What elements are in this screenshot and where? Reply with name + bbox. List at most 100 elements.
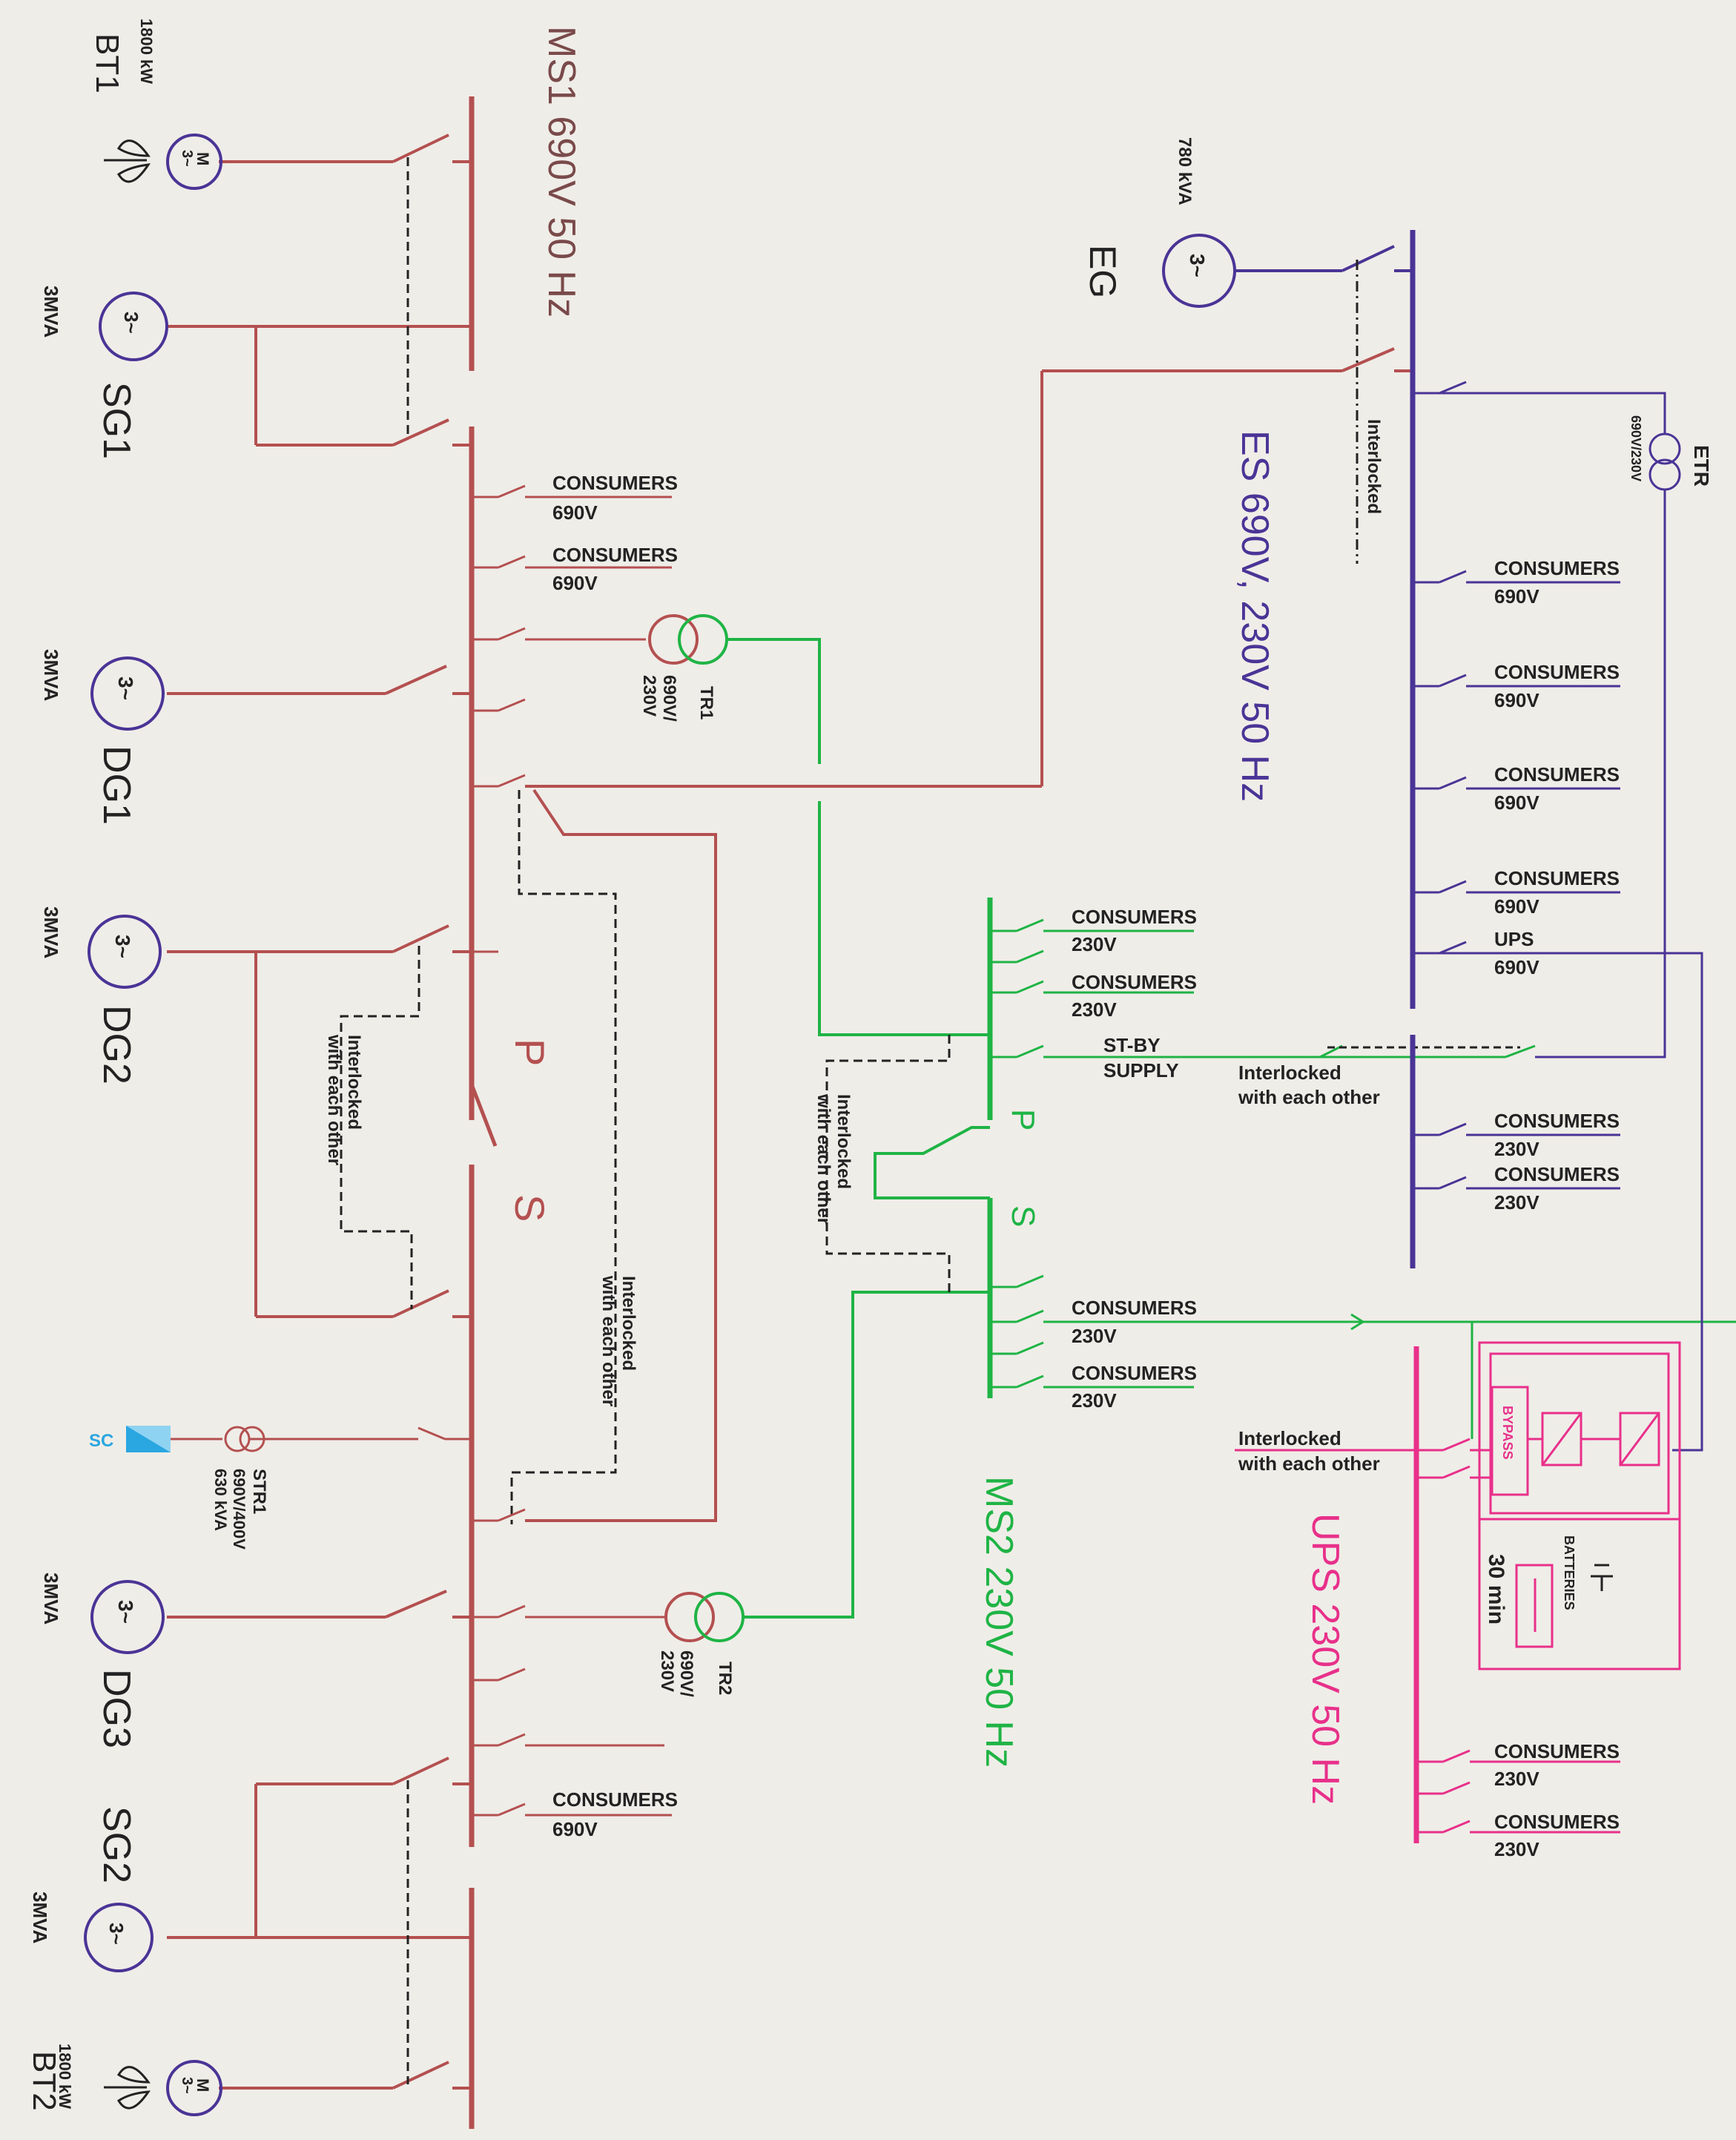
ms2-interlock-dashes [825,1035,951,1292]
feeder-sg2 [167,1757,472,1939]
backup-duration: 30 min [1484,1554,1508,1624]
tr2-ratio2: 230V [657,1650,677,1692]
consumer-title: CONSUMERS [1072,971,1197,993]
eg-rating: 780 kVA [1175,137,1195,205]
svg-text:Interlocked: Interlocked [834,1094,854,1189]
eg-generator-icon [1162,234,1236,308]
consumer-title: CONSUMERS [1072,906,1197,928]
dg1-symbol: 3~ [114,676,137,700]
bt1-rating: 1800 kW [137,19,156,84]
consumer-voltage: 690V [1494,791,1539,814]
ms2-to-ups-feed [1350,1313,1473,1439]
feeder-dg1 [167,665,472,695]
breaker [990,1274,1044,1288]
bt2-motor-icon [166,2060,222,2116]
consumer-title: CONSUMERS [1072,1362,1197,1384]
feeder-dg3 [167,1590,472,1619]
consumer-voltage: 690V [552,1818,598,1840]
consumer-voltage: 230V [1494,1191,1539,1214]
stby-interlock-label: Interlocked with each other [1238,1061,1380,1108]
bt2-rating: 1800 kW [56,2044,74,2109]
tr2-ratio1: 690V/ [676,1650,696,1697]
dg3-rating: 3MVA [40,1573,62,1625]
breaker [1413,941,1467,955]
feeder-bt2 [219,2061,472,2090]
sg1-name: SG1 [95,382,138,459]
consumer-title: CONSUMERS [552,544,678,566]
dg-interlock-label: Interlocked with each other [324,1034,364,1165]
breaker [472,698,526,712]
generator-symbols [84,134,1236,2116]
consumer-voltage: 230V [1072,998,1117,1021]
turbine-icon [104,139,151,2110]
breaker [472,1508,526,1522]
tr2-transformer [664,1291,949,1642]
ms2-breakers [990,918,1736,1389]
ms2-section-s: S [1005,1205,1041,1227]
sg1-rating: 3MVA [40,286,62,338]
ups-bus-label: UPS 230V 50 Hz [1304,1513,1347,1805]
dg2-symbol: 3~ [111,935,134,958]
svg-text:with each other: with each other [1238,1086,1380,1108]
consumer-title: CONSUMERS [552,472,678,494]
dg2-generator-icon [88,915,162,989]
consumer-voltage: 690V [1494,585,1539,608]
consumer-title: CONSUMERS [1494,1811,1620,1833]
ms1-bus-tie [469,1084,498,1147]
breaker [1416,1820,1620,1834]
bypass-label: BYPASS [1500,1406,1515,1460]
bt1-motor-icon [166,134,222,190]
breaker [1413,776,1620,790]
breaker [472,555,672,569]
etr-name: ETR [1690,445,1713,487]
ups-interlock-label: Interlocked with each other [1238,1427,1380,1475]
stby-label-1: ST-BY [1103,1034,1161,1056]
breaker [1416,1781,1471,1795]
breaker [472,484,672,498]
tr1-ratio2: 230V [639,675,659,717]
bt2-name: BT2 [26,2051,62,2111]
bt1-sub: 3~ [179,150,195,167]
consumer-voltage: 230V [1072,1325,1117,1347]
str1-ratio: 690V/400V [230,1469,248,1550]
consumer-title: CONSUMERS [1494,661,1620,683]
tr1-transformer [648,614,949,1036]
svg-text:with each other: with each other [598,1275,618,1406]
svg-text:Interlocked: Interlocked [1238,1427,1341,1449]
es-interlock-label: Interlocked [1364,419,1384,514]
dg1-rating: 3MVA [40,649,62,702]
dg1-name: DG1 [95,745,138,825]
bt2-sub: 3~ [179,2077,195,2094]
ms1-section-p: P [506,1038,553,1066]
breaker [1413,880,1620,894]
consumer-voltage: 230V [1494,1138,1539,1160]
bt2-symbol: M [194,2078,212,2092]
breaker [1413,570,1620,584]
ups-feed-voltage: 690V [1494,956,1539,978]
etr-ratio: 690V/230V [1628,415,1643,481]
sg2-name: SG2 [95,1806,138,1883]
breaker [990,918,1194,932]
dg1-generator-icon [90,656,165,731]
svg-text:Interlocked: Interlocked [1238,1061,1341,1084]
ups-breakers [1416,1438,1620,1834]
breaker [990,949,1044,964]
str1-rating: 630 kVA [211,1469,230,1531]
breaker [1416,1749,1620,1763]
consumer-title: CONSUMERS [1494,557,1620,579]
bt1-symbol: M [194,152,212,165]
consumer-title: CONSUMERS [1494,1740,1620,1762]
es-consumer-labels: CONSUMERS 690V CONSUMERS 690V CONSUMERS … [1494,557,1620,1214]
consumer-voltage: 230V [1494,1838,1539,1860]
svg-text:Interlocked: Interlocked [618,1276,638,1371]
ms1-consumer-labels: CONSUMERS 690V CONSUMERS 690V CONSUMERS … [552,472,678,1840]
svg-text:with each other: with each other [324,1034,344,1165]
sg2-generator-icon [84,1903,154,1972]
ms1-interlock-dashes [340,157,617,2084]
str1-name: STR1 [249,1469,269,1514]
consumer-title: CONSUMERS [1494,1110,1620,1132]
tr2-name: TR2 [715,1662,735,1695]
dg3-generator-icon [90,1580,165,1654]
consumer-title: CONSUMERS [1494,763,1620,786]
breaker [472,1802,672,1817]
